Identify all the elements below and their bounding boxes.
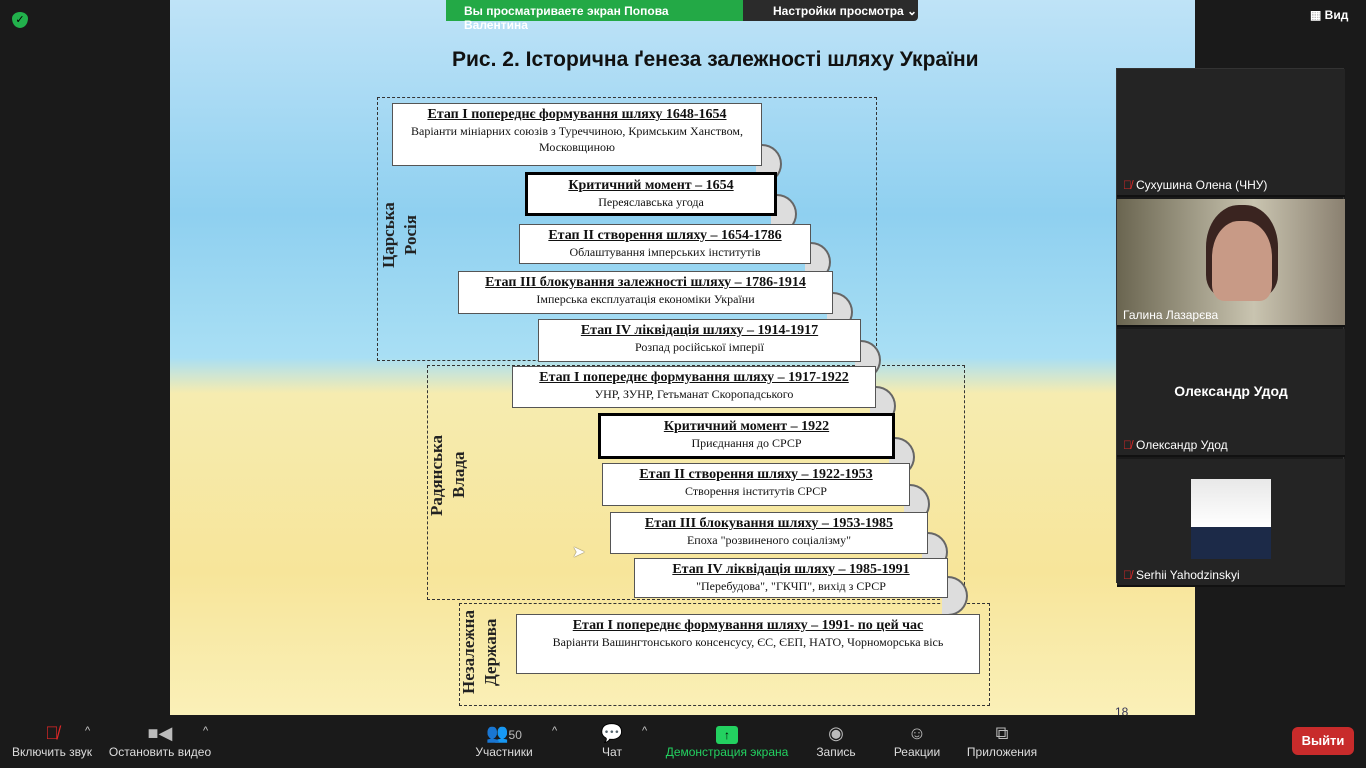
- shared-slide: Царська Росія Радянська Влада Незалежна …: [170, 0, 1195, 719]
- stage-heading: Етап IV ліквідація шляху – 1985-1991: [672, 562, 910, 577]
- stage-description: Створення інститутів СРСР: [685, 484, 827, 498]
- unmute-button[interactable]: 🎙̸ Включить звук: [8, 721, 96, 759]
- participant-tile[interactable]: Галина Лазарєва: [1117, 199, 1345, 327]
- stage-description: Епоха "розвиненого соціалізму": [686, 533, 852, 547]
- record-button[interactable]: ◉ Запись: [814, 721, 858, 759]
- stage-heading: Етап ІІ створення шляху – 1922-1953: [639, 467, 873, 482]
- stage-heading: Критичний момент – 1922: [663, 419, 830, 434]
- share-label: Демонстрация экрана: [665, 745, 789, 759]
- apps-icon: ⧉: [995, 723, 1009, 743]
- muted-mic-icon: 🎙̸: [1123, 438, 1132, 452]
- leave-button[interactable]: Выйти: [1292, 727, 1354, 755]
- stage-heading: Етап ІІІ блокування залежності шляху – 1…: [485, 275, 806, 290]
- chat-icon: 💬: [600, 723, 624, 743]
- stage-description: Імперська експлуатація економіки України: [536, 292, 755, 306]
- group-label: Незалежна Держава: [459, 610, 500, 695]
- video-camera-icon: ■◀: [147, 723, 173, 743]
- stage-box: Етап ІІІ блокування залежності шляху – 1…: [458, 271, 833, 314]
- muted-mic-icon: 🎙̸: [1123, 568, 1132, 582]
- participant-tile[interactable]: 🎙̸ Сухушина Олена (ЧНУ): [1117, 69, 1345, 197]
- stage-description: "Перебудова", "ГКЧП", вихід з СРСР: [696, 579, 886, 593]
- stage-heading: Етап І попереднє формування шляху – 1991…: [572, 618, 924, 633]
- participant-tile[interactable]: Олександр Удод 🎙̸ Олександр Удод: [1117, 329, 1345, 457]
- stage-heading: Етап І попереднє формування шляху – 1917…: [539, 370, 849, 385]
- participant-video: [1212, 221, 1272, 301]
- participant-name: Сухушина Олена (ЧНУ): [1136, 178, 1268, 192]
- record-icon: ◉: [828, 723, 844, 743]
- security-shield-icon[interactable]: ✓: [12, 12, 28, 28]
- stage-description: УНР, ЗУНР, Гетьманат Скоропадського: [594, 387, 794, 401]
- record-label: Запись: [816, 745, 856, 759]
- smiley-icon: ☺: [907, 723, 927, 743]
- stage-box: Етап IV ліквідація шляху – 1985-1991 "Пер…: [634, 558, 948, 598]
- stage-heading: Критичний момент – 1654: [568, 178, 734, 193]
- group-independent: [459, 603, 990, 706]
- stage-heading: Етап IV ліквідація шляху – 1914-1917: [580, 323, 819, 338]
- stage-description: Приєднання до СРСР: [691, 436, 802, 450]
- meeting-toolbar: 🎙̸ Включить звук ^ ■◀ Остановить видео ^ 👥…: [0, 715, 1366, 768]
- apps-button[interactable]: ⧉ Приложения: [964, 721, 1040, 759]
- view-settings-label: Настройки просмотра: [773, 4, 904, 18]
- share-arrow-icon: ↑: [716, 726, 738, 744]
- stage-description: Розпад російської імперії: [634, 340, 765, 354]
- group-label: Радянська Влада: [427, 434, 468, 516]
- chat-caret[interactable]: ^: [642, 725, 648, 737]
- participants-caret[interactable]: ^: [552, 725, 558, 737]
- participant-avatar: [1191, 479, 1271, 559]
- share-screen-button[interactable]: ↑Демонстрация экрана: [664, 721, 790, 759]
- participant-count: 50: [508, 728, 522, 742]
- participant-display-name: Олександр Удод: [1174, 383, 1288, 399]
- stop-video-label: Остановить видео: [108, 745, 212, 759]
- stage-description: Облаштування імперських інститутів: [569, 245, 761, 259]
- muted-mic-icon: 🎙̸: [1123, 178, 1132, 192]
- participants-label: Участники: [475, 745, 533, 759]
- participant-name: Галина Лазарєва: [1123, 308, 1219, 322]
- stop-video-button[interactable]: ■◀ Остановить видео: [106, 721, 214, 759]
- reactions-label: Реакции: [893, 745, 941, 759]
- audio-options-caret[interactable]: ^: [85, 725, 91, 737]
- apps-label: Приложения: [966, 745, 1038, 759]
- view-button[interactable]: ▦ Вид: [1310, 8, 1349, 22]
- mouse-cursor-icon: ➤: [572, 544, 586, 561]
- screen-share-banner: Вы просматриваете экран Попова Валентина…: [446, 0, 918, 32]
- muted-mic-icon: 🎙̸: [45, 723, 59, 743]
- stage-box: Етап І попереднє формування шляху – 1917…: [512, 366, 876, 408]
- participants-icon: 👥: [486, 723, 509, 743]
- chat-label: Чат: [602, 745, 622, 759]
- stage-heading: Етап І попереднє формування шляху 1648-1…: [427, 107, 727, 122]
- video-options-caret[interactable]: ^: [203, 725, 209, 737]
- chat-button[interactable]: 💬 Чат: [592, 721, 632, 759]
- group-soviet: [427, 365, 965, 600]
- participant-tile[interactable]: 🎙̸ Serhii Yahodzinskyi: [1117, 459, 1345, 587]
- view-settings-dropdown[interactable]: Настройки просмотра ⌄: [743, 0, 918, 21]
- view-label: Вид: [1324, 8, 1349, 22]
- participant-name: Serhii Yahodzinskyi: [1136, 568, 1240, 582]
- stage-heading: Етап ІІ створення шляху – 1654-1786: [548, 228, 782, 243]
- stage-heading: Етап ІІІ блокування шляху – 1953-1985: [644, 516, 894, 531]
- stage-description: Варіанти Вашингтонського консенсусу, ЄС,…: [552, 635, 944, 649]
- stage-box: Етап І попереднє формування шляху 1648-1…: [392, 103, 762, 166]
- unmute-label: Включить звук: [11, 745, 93, 759]
- stage-box: Етап І попереднє формування шляху – 1991…: [516, 614, 980, 674]
- slide-title: Рис. 2. Історична ґенеза залежності шлях…: [452, 48, 979, 71]
- reactions-button[interactable]: ☺ Реакции: [892, 721, 942, 759]
- group-label: Царська Росія: [379, 202, 420, 268]
- participant-name: Олександр Удод: [1136, 438, 1228, 452]
- sharing-notice: Вы просматриваете экран Попова Валентина: [446, 0, 743, 32]
- stage-description: Переяславська угода: [598, 195, 704, 209]
- participants-gallery: 🎙̸ Сухушина Олена (ЧНУ) Галина Лазарєва О…: [1116, 68, 1345, 587]
- stage-description: Варіанти мініарних союзів з Туреччиною, …: [411, 124, 743, 154]
